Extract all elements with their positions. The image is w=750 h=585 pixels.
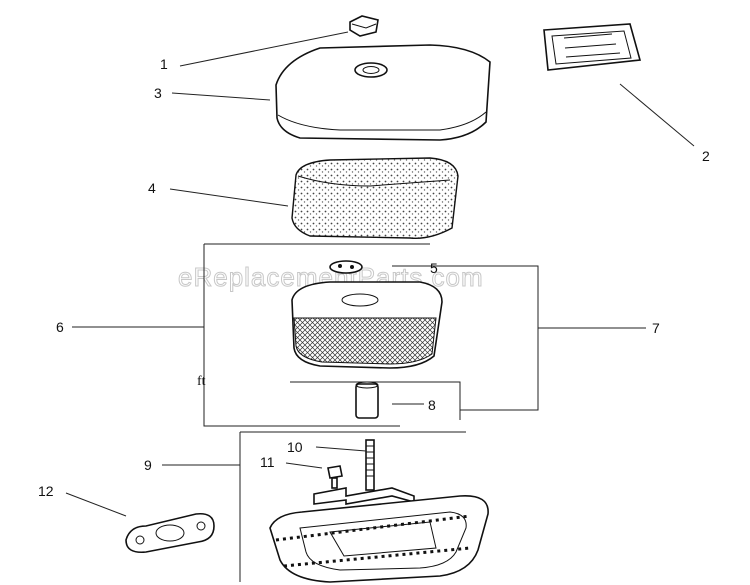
callout-1: 1 bbox=[160, 56, 168, 72]
callout-4: 4 bbox=[148, 180, 156, 196]
part-8-spacer bbox=[355, 381, 379, 419]
part-base bbox=[269, 495, 489, 583]
part-12-gasket bbox=[125, 512, 215, 554]
leader-lines bbox=[65, 31, 695, 517]
part-4-precleaner bbox=[291, 157, 459, 239]
callout-7: 7 bbox=[652, 320, 660, 336]
part-paper-filter bbox=[291, 281, 443, 369]
callout-9: 9 bbox=[144, 457, 152, 473]
part-2-element bbox=[543, 23, 642, 71]
stray-label: ft bbox=[197, 374, 206, 389]
callout-10: 10 bbox=[287, 439, 303, 455]
kit-7-bracket bbox=[392, 265, 646, 411]
part-10-stud bbox=[365, 439, 375, 491]
callout-8: 8 bbox=[428, 397, 436, 413]
part-11-screw bbox=[327, 465, 343, 489]
part-1-knob bbox=[349, 15, 379, 37]
callout-12: 12 bbox=[38, 483, 54, 499]
kit-6-bracket bbox=[203, 243, 461, 427]
callout-3: 3 bbox=[154, 85, 162, 101]
kit-9-bracket bbox=[239, 431, 466, 582]
callout-11: 11 bbox=[260, 454, 275, 470]
part-5-nut bbox=[329, 260, 363, 274]
callout-6: 6 bbox=[56, 319, 64, 335]
part-3-cover bbox=[275, 44, 491, 141]
callout-5: 5 bbox=[430, 260, 438, 276]
callout-2: 2 bbox=[702, 148, 710, 164]
